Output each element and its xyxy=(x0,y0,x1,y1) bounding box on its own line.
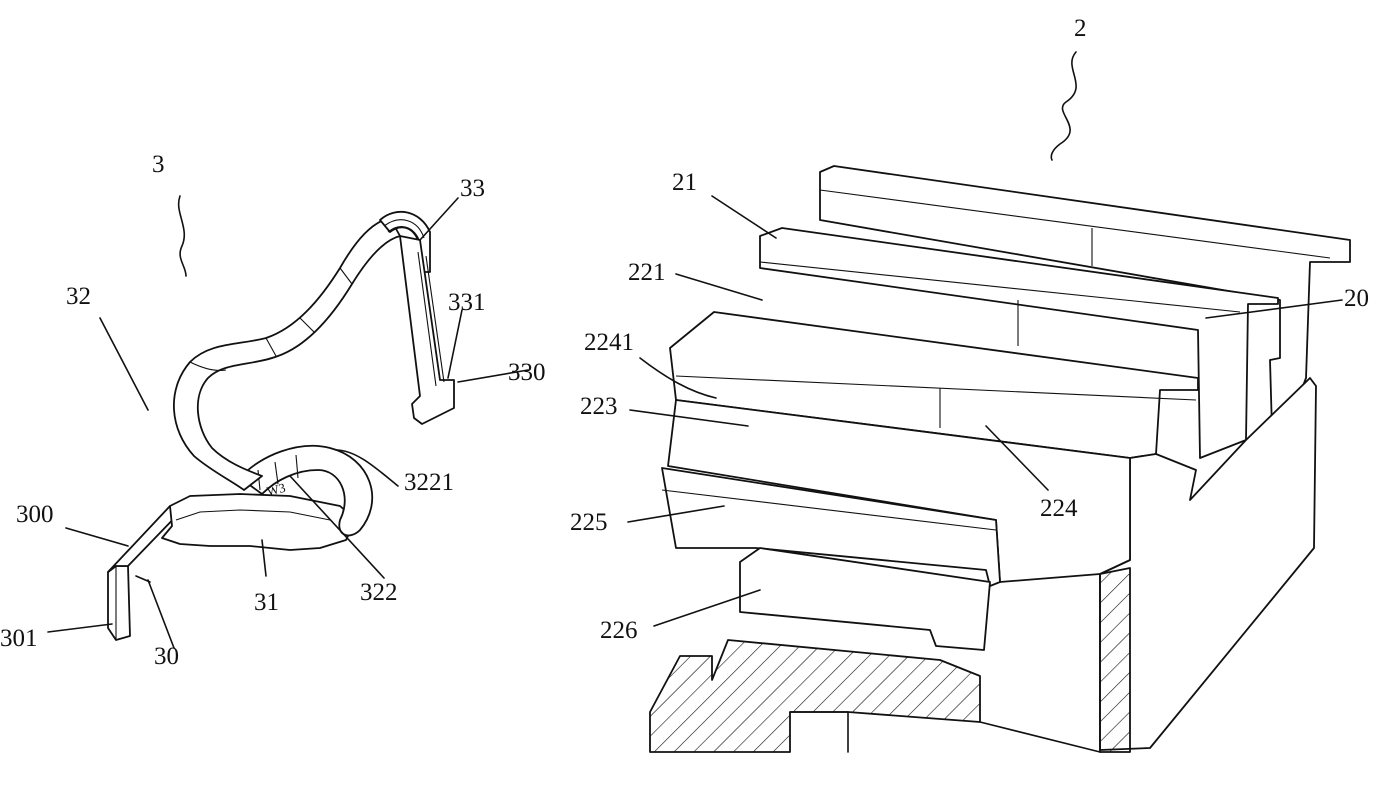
label-223: 223 xyxy=(580,393,618,420)
label-21: 21 xyxy=(672,169,697,196)
spring-label-group: 3 32 33 331 330 3221 322 31 300 301 30 W… xyxy=(0,151,546,670)
label-221: 221 xyxy=(628,259,666,286)
label-2241: 2241 xyxy=(584,329,634,356)
label-300: 300 xyxy=(16,501,54,528)
label-20: 20 xyxy=(1344,285,1369,312)
spring-base-plate xyxy=(162,494,356,550)
label-32: 32 xyxy=(66,283,91,310)
label-301: 301 xyxy=(0,625,38,652)
label-31: 31 xyxy=(254,589,279,616)
spring-contact-drawing xyxy=(108,212,454,640)
label-2: 2 xyxy=(1074,15,1087,42)
spring-end-plate xyxy=(108,566,130,640)
label-33: 33 xyxy=(460,175,485,202)
label-226: 226 xyxy=(600,617,638,644)
label-3221: 3221 xyxy=(404,469,454,496)
label-330: 330 xyxy=(508,359,546,386)
label-30: 30 xyxy=(154,643,179,670)
label-331: 331 xyxy=(448,289,486,316)
housing-section-right xyxy=(1100,568,1130,752)
label-322: 322 xyxy=(360,579,398,606)
housing-drawing xyxy=(650,166,1350,752)
label-224: 224 xyxy=(1040,495,1078,522)
label-225: 225 xyxy=(570,509,608,536)
label-3: 3 xyxy=(152,151,165,178)
housing-section-left xyxy=(650,640,980,752)
